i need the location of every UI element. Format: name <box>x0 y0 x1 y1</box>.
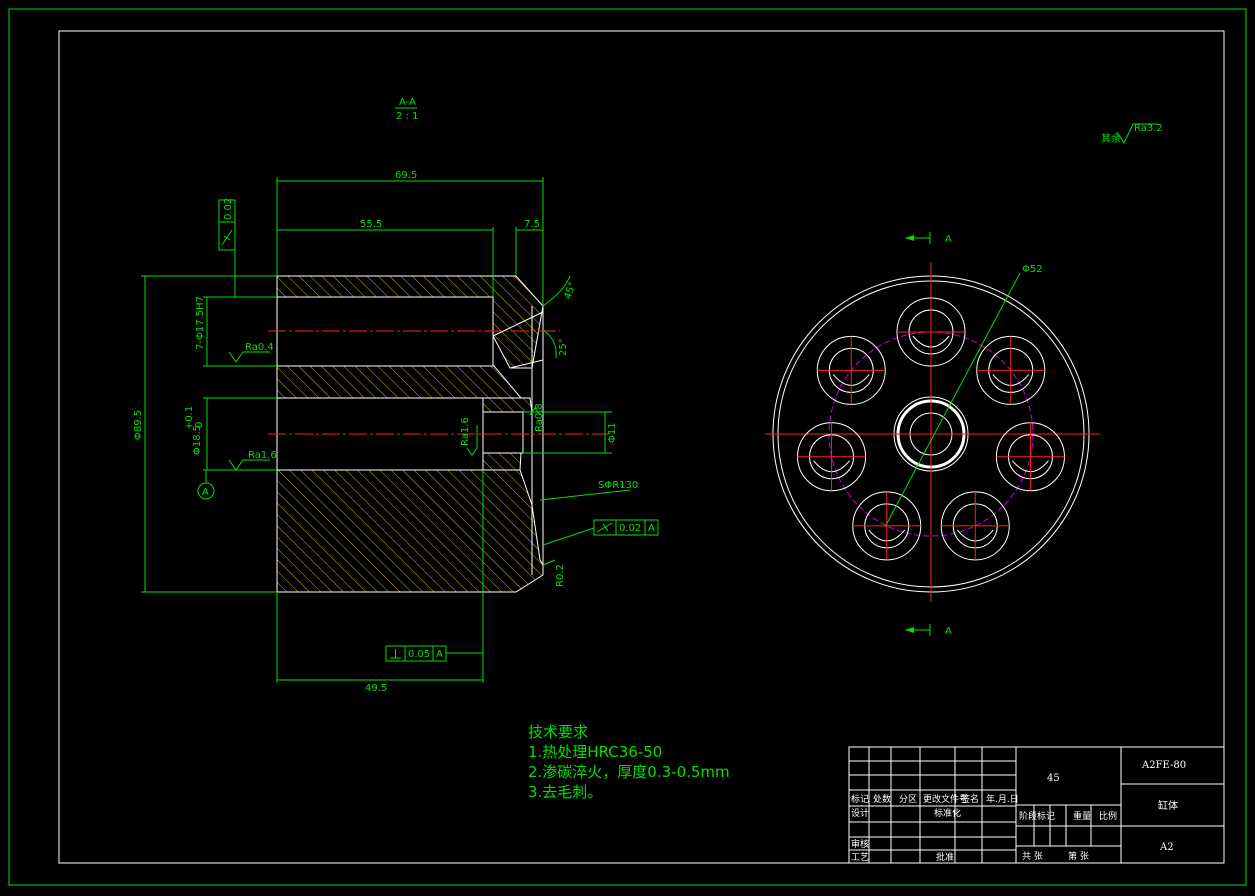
tb-drawing-no: A2FE-80 <box>1141 760 1186 771</box>
port-line-1 <box>492 311 544 337</box>
dim-angle-1: 45° <box>562 281 578 301</box>
roughness-other-icon <box>1116 123 1158 145</box>
roughness-1: Ra0.4 <box>245 342 274 353</box>
roughness-3: Ra1.6 <box>460 417 471 446</box>
port-line-2 <box>509 359 544 369</box>
piston-holes <box>797 297 1065 561</box>
tb-label-change-doc: 更改文件号 <box>923 793 968 805</box>
section-marker-bottom: A <box>945 626 952 637</box>
dim-center-tol-lower: 0 <box>194 422 205 428</box>
tb-label-sheet-no: 第 张 <box>1068 850 1089 862</box>
section-view: A-A 2 : 1 69.5 55.5 7.5 <box>133 97 1163 694</box>
perp-datum: A <box>436 649 443 660</box>
tech-item-1: 1.热处理HRC36-50 <box>528 743 662 761</box>
tb-part-name: 缸体 <box>1158 799 1178 812</box>
runout-face-leader <box>542 527 595 546</box>
tb-label-date: 年.月.日 <box>986 793 1019 805</box>
runout-top-value: 0.02 <box>223 198 234 220</box>
hatched-body-right-lower <box>482 452 522 471</box>
roughness-other-value: Ra3.2 <box>1134 123 1163 134</box>
tb-material: 45 <box>1047 773 1060 784</box>
dim-center-tol-upper: +0.1 <box>184 406 195 430</box>
runout-top-icon <box>221 229 233 246</box>
tb-label-weight: 重量 <box>1073 810 1091 822</box>
tb-label-review: 审核 <box>851 838 869 850</box>
section-marker-top: A <box>945 234 952 245</box>
roughness-icon-1 <box>228 351 270 363</box>
technical-requirements: 技术要求 1.热处理HRC36-50 2.渗碳淬火，厚度0.3-0.5mm 3.… <box>528 723 730 801</box>
perp-icon <box>390 649 401 659</box>
sphere-leader <box>539 489 631 501</box>
tech-item-3: 3.去毛刺。 <box>528 783 602 801</box>
tb-label-approve: 批准 <box>936 851 954 863</box>
dim-sphere: SΦR130 <box>598 480 638 491</box>
tb-label-count: 处数 <box>873 793 891 805</box>
roughness-2: Ra1.6 <box>248 450 277 461</box>
tech-title: 技术要求 <box>528 723 588 741</box>
dim-outer-dia: Φ89.5 <box>133 410 144 440</box>
tb-label-scale: 比例 <box>1099 810 1117 822</box>
end-view: Φ52 A A <box>765 232 1100 637</box>
tb-label-mark: 标记 <box>851 793 869 805</box>
inner-border <box>58 30 1225 864</box>
angle-arc-2 <box>542 329 557 359</box>
dim-angle-2: 25° <box>558 338 569 356</box>
dim-center-dia: Φ18.5 <box>192 425 203 455</box>
roughness-other-label: 其余 <box>1101 132 1121 145</box>
radius-leader <box>542 559 556 566</box>
tb-label-signature: 签名 <box>961 793 979 805</box>
small-bore <box>482 411 524 454</box>
tb-sheet-size: A2 <box>1159 842 1174 853</box>
runout-face-icon <box>596 522 613 533</box>
title-block-grid <box>848 746 1092 864</box>
datum-letter: A <box>202 487 209 498</box>
roughness-4: Ra0.8 <box>534 403 545 432</box>
title-block: 45 A2FE-80 缸体 A2 标记 处数 分区 更改文件号 签名 年.月.日… <box>848 746 1225 864</box>
section-arrow-bottom-head <box>905 627 914 633</box>
dim-pcd: Φ52 <box>1022 264 1043 275</box>
dim-bore-depth: 55.5 <box>360 219 382 230</box>
hatched-body-top <box>276 275 544 369</box>
angle-arc-1 <box>542 275 571 307</box>
roughness-icon-2 <box>228 459 270 471</box>
runout-face-frame <box>593 519 659 536</box>
dim-hole-dia: 7-Φ17.5H7 <box>195 296 206 350</box>
section-scale: 2 : 1 <box>396 111 418 122</box>
dim-radius: R0.2 <box>555 564 566 587</box>
outer-border <box>8 8 1247 886</box>
section-arrow-top-head <box>905 235 914 241</box>
hatched-body-right <box>482 397 533 413</box>
pcd-leader <box>884 272 1021 528</box>
dim-chamfer-len: 7.5 <box>524 219 540 230</box>
perp-value: 0.05 <box>408 649 430 660</box>
hatched-body-bottom <box>276 469 544 593</box>
runout-face-datum: A <box>648 523 655 534</box>
roughness-icon-3 <box>466 425 478 456</box>
section-title: A-A <box>399 97 416 108</box>
tb-label-stage-mark: 阶段标记 <box>1019 810 1055 822</box>
dim-overall-length: 69.5 <box>395 170 417 181</box>
tb-label-design: 设计 <box>851 807 869 819</box>
roughness-icon-4 <box>529 407 541 416</box>
tb-label-total-sheets: 共 张 <box>1022 851 1043 862</box>
hatched-body-mid <box>276 365 523 399</box>
dim-bottom-len: 49.5 <box>365 683 387 694</box>
tb-label-process: 工艺 <box>851 852 869 863</box>
tech-item-2: 2.渗碳淬火，厚度0.3-0.5mm <box>528 763 730 781</box>
tb-label-zone: 分区 <box>899 794 917 805</box>
runout-top-frame <box>218 199 236 251</box>
dim-small-dia: Φ11 <box>607 422 618 443</box>
tb-label-standardize: 标准化 <box>934 807 961 819</box>
runout-face-value: 0.02 <box>619 523 641 534</box>
